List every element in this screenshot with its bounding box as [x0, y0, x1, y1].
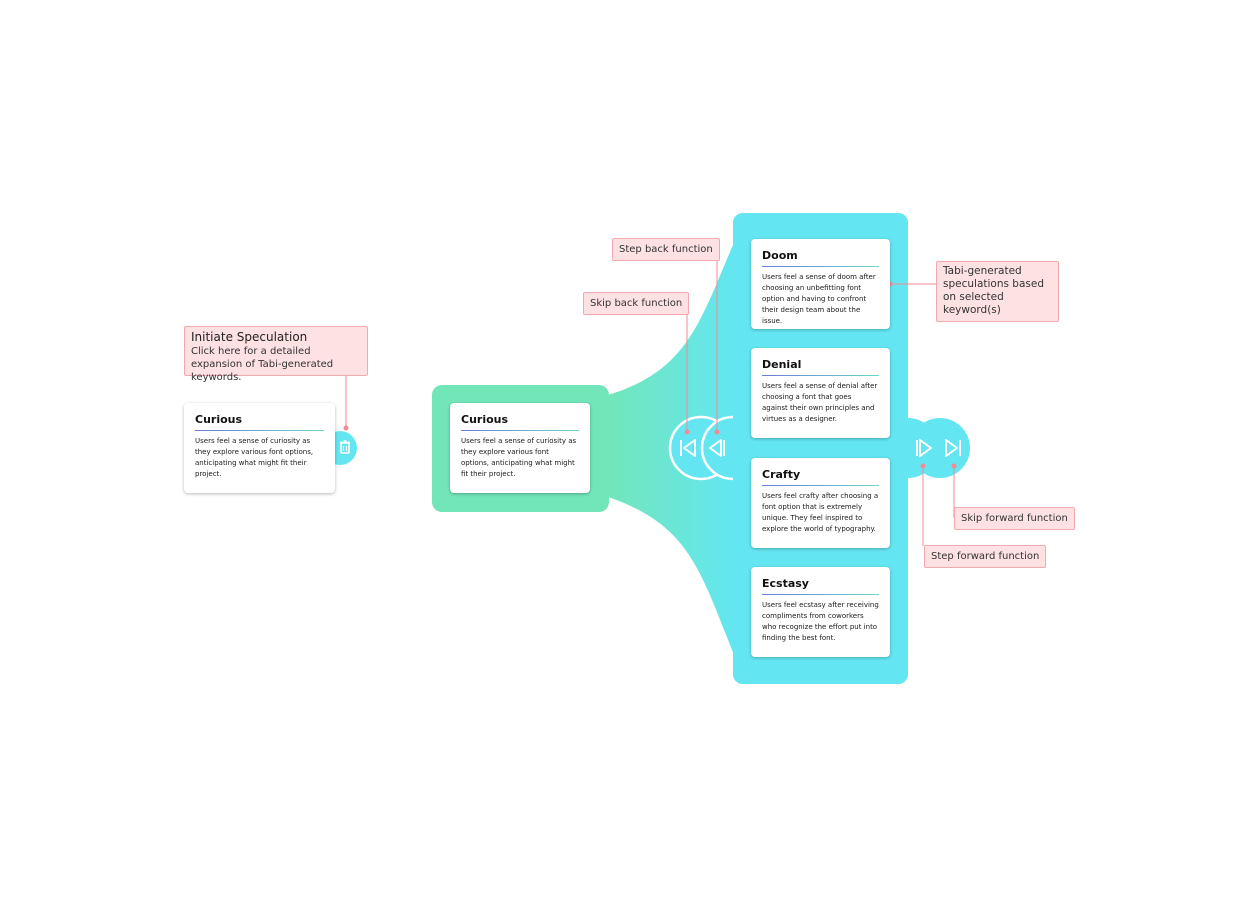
trash-icon	[340, 440, 350, 454]
callout-step-forward: Step forward function	[924, 545, 1047, 568]
card-divider	[195, 430, 324, 431]
callout-initiate-speculation: Initiate Speculation Click here for a de…	[184, 326, 368, 383]
card-title: Doom	[762, 249, 798, 262]
card-body: Users feel crafty after choosing a font …	[762, 492, 879, 533]
step-forward-icon	[916, 439, 932, 457]
callout-tabi-generated: Tabi-generated speculations based on sel…	[936, 261, 1059, 322]
card-title: Denial	[762, 358, 802, 371]
card-divider	[762, 375, 879, 376]
card-body: Users feel a sense of curiosity as they …	[461, 437, 577, 478]
skip-back-icon	[680, 439, 696, 457]
speculation-card-crafty[interactable]: Crafty Users feel crafty after choosing …	[751, 458, 890, 548]
card-body: Users feel a sense of denial after choos…	[762, 382, 878, 423]
keyword-card-left[interactable]: Curious Users feel a sense of curiosity …	[184, 403, 335, 493]
speculation-card-denial[interactable]: Denial Users feel a sense of denial afte…	[751, 348, 890, 438]
callout-step-back: Step back function	[612, 238, 720, 261]
connector-lines	[345, 260, 956, 546]
callout-skip-forward: Skip forward function	[954, 507, 1075, 530]
connector-dots	[343, 281, 957, 469]
card-title: Curious	[461, 413, 509, 426]
callout-skip-back: Skip back function	[583, 292, 690, 315]
card-body: Users feel a sense of doom after choosin…	[762, 273, 876, 325]
skip-forward-icon	[945, 439, 961, 457]
speculation-card-ecstasy[interactable]: Ecstasy Users feel ecstasy after receivi…	[751, 567, 890, 657]
card-divider	[762, 485, 879, 486]
card-divider	[762, 266, 879, 267]
card-divider	[461, 430, 579, 431]
callout-title: Initiate Speculation	[191, 330, 308, 344]
speculation-card-doom[interactable]: Doom Users feel a sense of doom after ch…	[751, 239, 890, 329]
card-divider	[762, 594, 879, 595]
card-title: Crafty	[762, 468, 801, 481]
card-title: Ecstasy	[762, 577, 809, 590]
card-body: Users feel ecstasy after receiving compl…	[762, 601, 879, 642]
step-back-icon	[709, 439, 725, 457]
card-title: Curious	[195, 413, 243, 426]
card-body: Users feel a sense of curiosity as they …	[195, 437, 314, 478]
keyword-card-selected[interactable]: Curious Users feel a sense of curiosity …	[450, 403, 590, 493]
callout-body: Click here for a detailed expansion of T…	[191, 346, 334, 383]
